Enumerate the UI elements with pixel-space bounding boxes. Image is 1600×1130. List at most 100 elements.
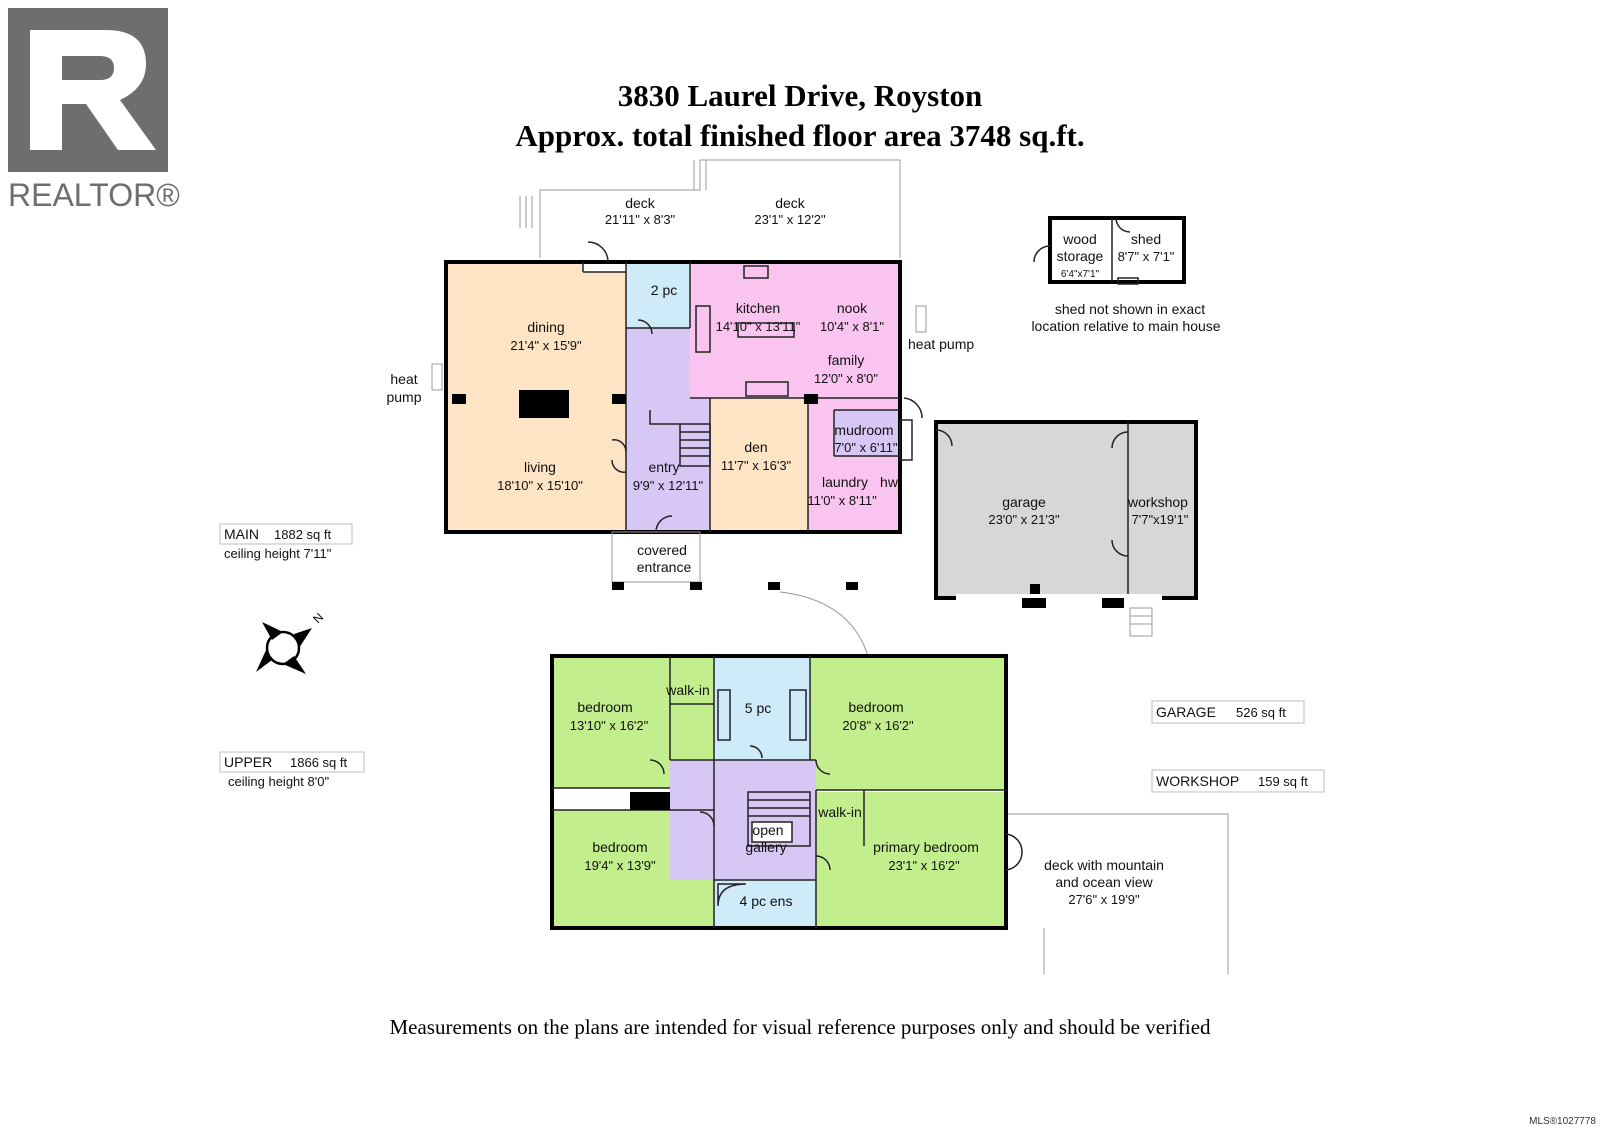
label-main_floor-rooms-7-dims: 11'7" x 16'3" xyxy=(721,458,792,473)
page-title: 3830 Laurel Drive, Royston xyxy=(618,78,983,113)
plan-polyline xyxy=(649,410,680,425)
den-area xyxy=(710,398,808,530)
covered-entrance xyxy=(611,531,701,583)
plan-rect xyxy=(612,582,624,590)
plan-rect xyxy=(956,594,1162,600)
label-garage-rooms-0-dims: 23'0" x 21'3" xyxy=(988,512,1060,527)
realtor-wordmark: REALTOR® xyxy=(8,177,180,213)
plan-rect xyxy=(1102,598,1124,608)
plan-rect xyxy=(452,394,466,404)
label-main_floor-decks-0-dims: 21'11" x 8'3" xyxy=(605,212,676,227)
main-floor: dining 21'4" x 15'9" living 18'10" x 15'… xyxy=(386,159,974,657)
fireplace xyxy=(519,390,569,418)
plan-rect xyxy=(768,582,780,590)
upper-floor: bedroom 13'10" x 16'2" walk-in 5 pc bedr… xyxy=(550,654,1229,974)
plan-path xyxy=(649,759,665,775)
plan-rect xyxy=(219,523,353,545)
main-summary: MAIN 1882 sq ft ceiling height 7'11" xyxy=(219,523,353,561)
label-garage-rooms-0-name: garage xyxy=(1002,494,1046,510)
plan-path xyxy=(749,745,763,759)
label-main_floor-rooms-1-dims: 18'10" x 15'10" xyxy=(497,478,583,493)
garage-building: garage 23'0" x 21'3" workshop 7'7"x19'1" xyxy=(934,420,1198,637)
label-upper_floor-deck-line1: deck with mountain xyxy=(1044,857,1164,873)
label-upper_floor-rooms-0-name: bedroom xyxy=(577,699,632,715)
label-main_floor-rooms-6-name: entry xyxy=(648,459,679,475)
heat-pump-icon xyxy=(431,363,443,391)
north-arrow-icon: N xyxy=(256,610,326,674)
plan-path xyxy=(815,855,831,871)
plan-rect xyxy=(1117,277,1139,285)
label-garage-rooms-1-dims: 7'7"x19'1" xyxy=(1132,512,1189,527)
plan-rect xyxy=(717,689,731,741)
plan-rect xyxy=(743,265,769,279)
label-upper_floor-rooms-7-name: primary bedroom xyxy=(873,839,979,855)
patio-door-swing xyxy=(587,241,609,263)
plan-rect xyxy=(612,394,626,404)
label-main_floor-rooms-5-name: family xyxy=(828,352,865,368)
mls-number: MLS®1027778 xyxy=(1529,1116,1596,1127)
plan-path xyxy=(655,515,673,533)
heat-pump-icon xyxy=(915,305,927,333)
realtor-logo: REALTOR® xyxy=(8,8,180,213)
label-main_floor-rooms-3-dims: 14'10" x 13'11" xyxy=(716,319,801,334)
label-main_floor-rooms-4-dims: 10'4" x 8'1" xyxy=(820,319,884,334)
label-upper_floor-rooms-5-name: open xyxy=(752,822,783,838)
label-upper_floor-summary-area: 1866 sq ft xyxy=(290,755,347,770)
label-main_floor-decks-1-dims: 23'1" x 12'2" xyxy=(754,212,826,227)
label-main_floor-heat_pump_left-0: heat xyxy=(390,371,417,387)
plan-rect xyxy=(804,394,818,404)
shower xyxy=(717,883,747,907)
label-upper_floor-rooms-7-dims: 23'1" x 16'2" xyxy=(888,858,960,873)
garage-stairs xyxy=(1129,607,1153,637)
label-shed-rooms-1-name: shed xyxy=(1131,231,1161,247)
plan-path xyxy=(1005,833,1023,853)
label-shed-rooms-1-dims: 8'7" x 7'1" xyxy=(1118,249,1175,264)
chimney xyxy=(630,792,670,810)
plan-polygon xyxy=(294,628,312,648)
label-shed-rooms-0-dims: 6'4"x7'1" xyxy=(1061,269,1100,280)
deck-stairs-left xyxy=(519,196,533,228)
plan-path xyxy=(611,439,627,453)
north-label: N xyxy=(310,610,326,626)
label-garage-summary_workshop-label: WORKSHOP xyxy=(1156,773,1239,789)
plan-rect xyxy=(1022,598,1046,608)
plan-path xyxy=(1115,217,1131,233)
upper-deck-outline xyxy=(1008,813,1229,974)
plan-polygon xyxy=(283,656,306,674)
plan-rect xyxy=(670,760,816,880)
label-upper_floor-rooms-1-name: walk-in xyxy=(665,682,710,698)
plan-rect xyxy=(745,381,789,397)
label-main_floor-rooms-11-name: covered xyxy=(637,542,687,558)
shed-building: wood storage 6'4"x7'1" shed 8'7" x 7'1" … xyxy=(1031,216,1221,334)
plan-rect xyxy=(714,880,816,928)
label-main_floor-rooms-11-dims: entrance xyxy=(637,559,692,575)
label-main_floor-rooms-9-dims: 11'0" x 8'11" xyxy=(807,493,877,508)
plan-rect xyxy=(670,656,714,760)
plan-path xyxy=(815,759,831,775)
two-pc-bath xyxy=(626,262,690,328)
label-main_floor-rooms-0-dims: 21'4" x 15'9" xyxy=(510,338,582,353)
deck-stairs-top xyxy=(693,160,707,190)
label-main_floor-rooms-4-name: nook xyxy=(837,300,868,316)
label-garage-summary_garage-label: GARAGE xyxy=(1156,704,1216,720)
plan-rect xyxy=(1151,700,1305,724)
plan-rect xyxy=(552,656,670,788)
label-shed-rooms-0-name2: storage xyxy=(1057,248,1104,264)
upper-summary: UPPER 1866 sq ft ceiling height 8'0" xyxy=(219,751,365,789)
mudroom-area xyxy=(834,410,898,456)
label-upper_floor-deck-line2: and ocean view xyxy=(1055,874,1153,890)
shed-note: shed not shown in exact xyxy=(1055,301,1205,317)
upper-exterior-wall xyxy=(550,654,1008,930)
plan-rect xyxy=(816,792,864,846)
plan-rect xyxy=(695,305,711,353)
label-garage-rooms-1-name: workshop xyxy=(1127,494,1188,510)
label-upper_floor-rooms-4-name: bedroom xyxy=(592,839,647,855)
plan-rect xyxy=(936,422,1196,598)
kitchen-island xyxy=(737,322,795,338)
label-shed-rooms-0-name: wood xyxy=(1062,231,1096,247)
page-subtitle: Approx. total finished floor area 3748 s… xyxy=(515,118,1084,153)
gallery-stairs xyxy=(747,791,811,847)
entry-stairs xyxy=(649,410,711,467)
label-main_floor-rooms-0-name: dining xyxy=(527,319,564,335)
